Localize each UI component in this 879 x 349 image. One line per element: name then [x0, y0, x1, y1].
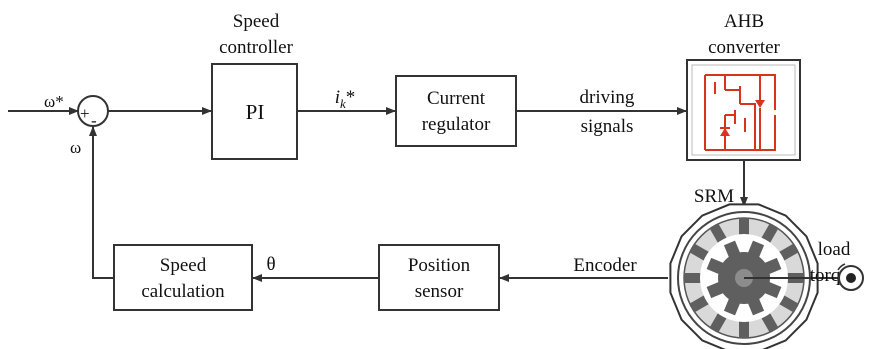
converter-circuit-icon [691, 64, 796, 156]
position-sensor-block [378, 244, 500, 311]
stator-pole [739, 218, 749, 238]
stator-pole [739, 318, 749, 338]
speed-controller-label-2: controller [219, 37, 294, 58]
driving-signals-label-2: signals [581, 116, 634, 137]
srm-motor-icon [669, 203, 819, 349]
speed-calc-label-1: Speed [160, 255, 207, 276]
driving-signals-label-1: driving [580, 87, 635, 108]
current-regulator-label-2: regulator [422, 114, 491, 135]
encoder-label: Encoder [573, 255, 637, 276]
ik-ref-label: ik* [335, 87, 356, 111]
ahb-label-2: converter [708, 37, 780, 58]
pi-block [211, 63, 298, 160]
load-torque-symbol [837, 263, 864, 291]
omega-feedback-label: ω [70, 138, 81, 157]
summing-junction [77, 95, 109, 127]
pi-label: PI [246, 100, 265, 124]
load-torque-label-1: load [818, 239, 851, 260]
sum-minus-sign: - [91, 111, 97, 130]
theta-label: θ [266, 254, 275, 275]
position-sensor-label-1: Position [408, 255, 471, 276]
position-sensor-label-2: sensor [415, 281, 464, 302]
sum-plus-sign: + [80, 104, 90, 123]
speed-controller-label-1: Speed [233, 11, 280, 32]
ahb-label-1: AHB [724, 11, 764, 32]
speed-calculation-block [113, 244, 253, 311]
omega-ref-label: ω* [44, 92, 64, 111]
stator-pole [684, 273, 704, 283]
srm-label: SRM [694, 186, 734, 207]
speed-calc-label-2: calculation [141, 281, 225, 302]
current-regulator-block [395, 75, 517, 147]
current-regulator-label-1: Current [427, 88, 486, 109]
feedback-line [89, 126, 113, 279]
